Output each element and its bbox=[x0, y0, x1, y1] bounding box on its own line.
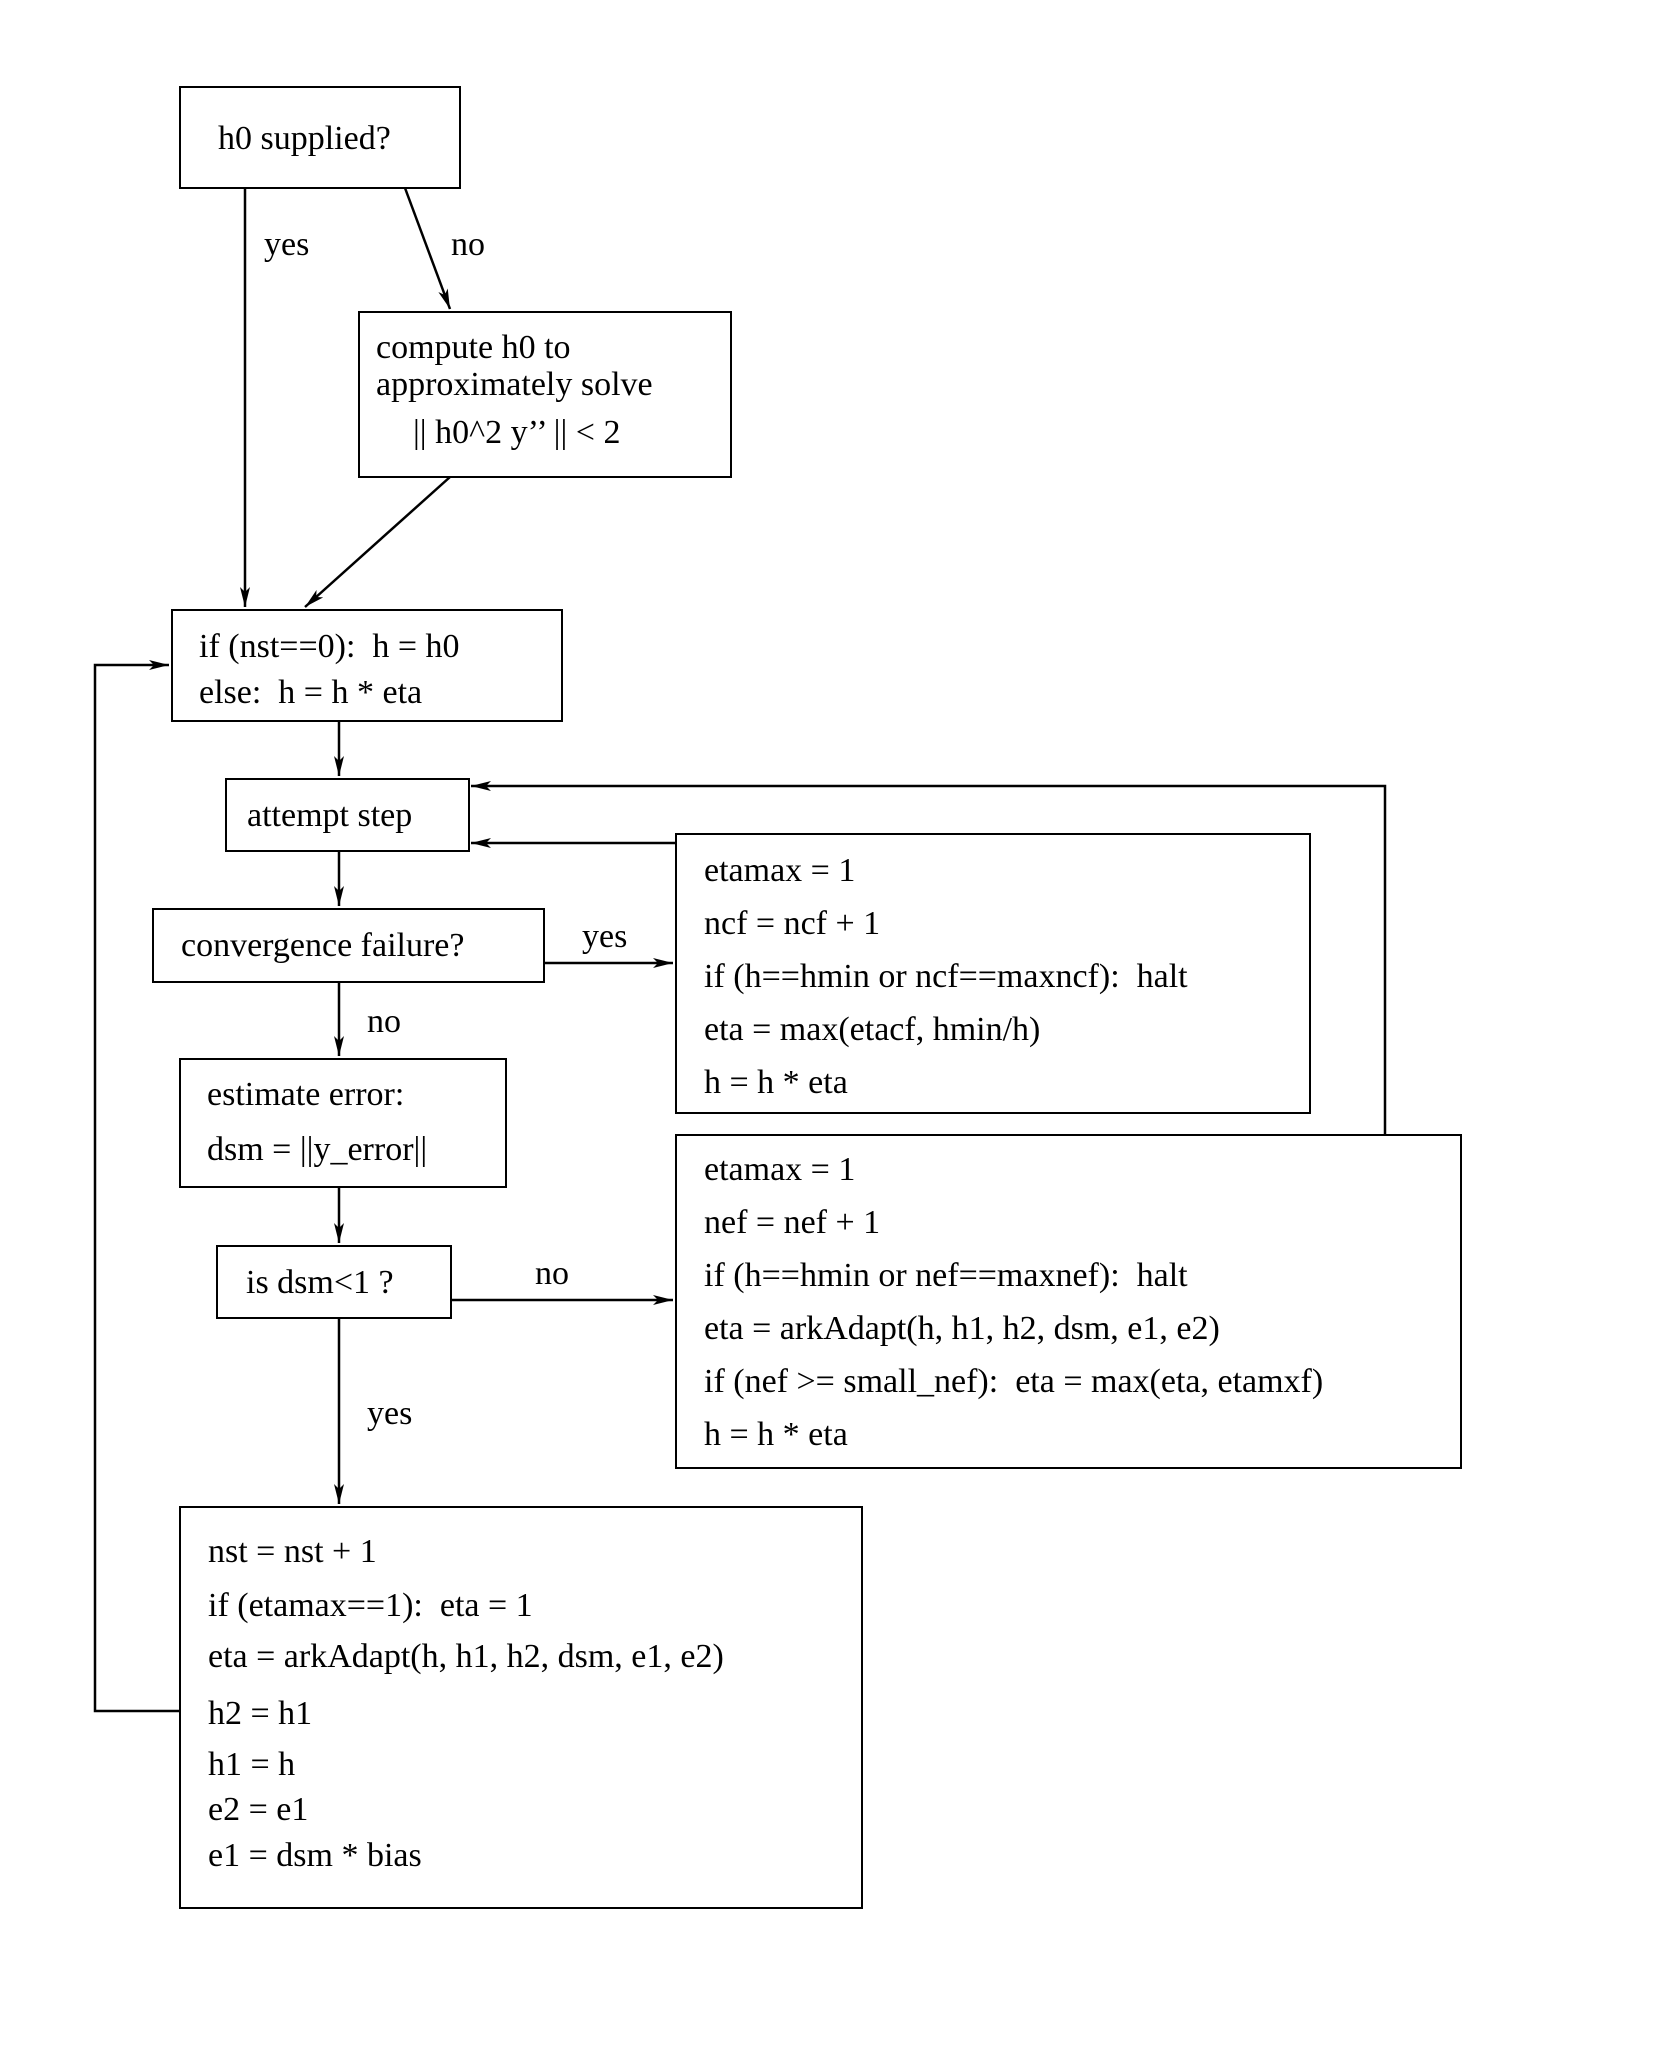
node-attempt-step: attempt step bbox=[225, 778, 470, 852]
node-text: e1 = dsm * bias bbox=[208, 1837, 422, 1874]
node-text: h2 = h1 bbox=[208, 1695, 313, 1732]
node-text: if (nst==0): h = h0 bbox=[199, 628, 460, 665]
node-is-dsm-lt-1: is dsm<1 ? bbox=[216, 1245, 452, 1319]
edge-success-loop bbox=[93, 660, 179, 1713]
node-text: h = h * eta bbox=[704, 1416, 848, 1453]
edge-compute-to-set bbox=[304, 476, 451, 608]
edge-h0-no bbox=[403, 187, 452, 310]
node-text: h0 supplied? bbox=[218, 120, 391, 157]
node-text: h1 = h bbox=[208, 1746, 296, 1783]
node-text: h = h * eta bbox=[704, 1064, 848, 1101]
node-text: if (etamax==1): eta = 1 bbox=[208, 1587, 533, 1624]
node-text: etamax = 1 bbox=[704, 852, 856, 889]
node-step-success: nst = nst + 1 if (etamax==1): eta = 1 et… bbox=[179, 1506, 863, 1909]
node-text: nst = nst + 1 bbox=[208, 1533, 377, 1570]
node-err-fail-handler: etamax = 1 nef = nef + 1 if (h==hmin or … bbox=[675, 1134, 1462, 1469]
node-text: is dsm<1 ? bbox=[246, 1264, 394, 1301]
node-text: eta = max(etacf, hmin/h) bbox=[704, 1011, 1041, 1048]
node-text: || h0^2 y’’ || < 2 bbox=[413, 414, 621, 451]
node-convergence-failure: convergence failure? bbox=[152, 908, 545, 983]
node-text: etamax = 1 bbox=[704, 1151, 856, 1188]
node-text: eta = arkAdapt(h, h1, h2, dsm, e1, e2) bbox=[704, 1310, 1220, 1347]
node-set-h: if (nst==0): h = h0 else: h = h * eta bbox=[171, 609, 563, 722]
node-h0-supplied: h0 supplied? bbox=[179, 86, 461, 189]
node-text: ncf = ncf + 1 bbox=[704, 905, 881, 942]
edge-label-conv-no: no bbox=[367, 1003, 401, 1040]
edge-label-h0-no: no bbox=[451, 226, 485, 263]
node-text: eta = arkAdapt(h, h1, h2, dsm, e1, e2) bbox=[208, 1638, 724, 1675]
edge-label-conv-yes: yes bbox=[582, 918, 628, 955]
node-text: e2 = e1 bbox=[208, 1791, 309, 1828]
node-text: convergence failure? bbox=[181, 927, 465, 964]
node-text: dsm = ||y_error|| bbox=[207, 1131, 428, 1168]
node-text: nef = nef + 1 bbox=[704, 1204, 881, 1241]
node-conv-fail-handler: etamax = 1 ncf = ncf + 1 if (h==hmin or … bbox=[675, 833, 1311, 1114]
node-text: else: h = h * eta bbox=[199, 674, 423, 711]
node-text: if (h==hmin or ncf==maxncf): halt bbox=[704, 958, 1188, 995]
edge-label-h0-yes: yes bbox=[264, 226, 310, 263]
node-text: approximately solve bbox=[376, 366, 653, 403]
node-text: estimate error: bbox=[207, 1076, 405, 1113]
node-text: if (h==hmin or nef==maxnef): halt bbox=[704, 1257, 1188, 1294]
node-text: if (nef >= small_nef): eta = max(eta, et… bbox=[704, 1363, 1324, 1400]
edge-label-dsm-no: no bbox=[535, 1255, 569, 1292]
edge-errfail-to-attempt bbox=[471, 781, 1387, 1134]
node-estimate-error: estimate error: dsm = ||y_error|| bbox=[179, 1058, 507, 1188]
edge-label-dsm-yes: yes bbox=[367, 1395, 413, 1432]
node-text: attempt step bbox=[247, 797, 413, 834]
node-text: compute h0 to bbox=[376, 329, 571, 366]
node-compute-h0: compute h0 to approximately solve || h0^… bbox=[358, 311, 732, 478]
